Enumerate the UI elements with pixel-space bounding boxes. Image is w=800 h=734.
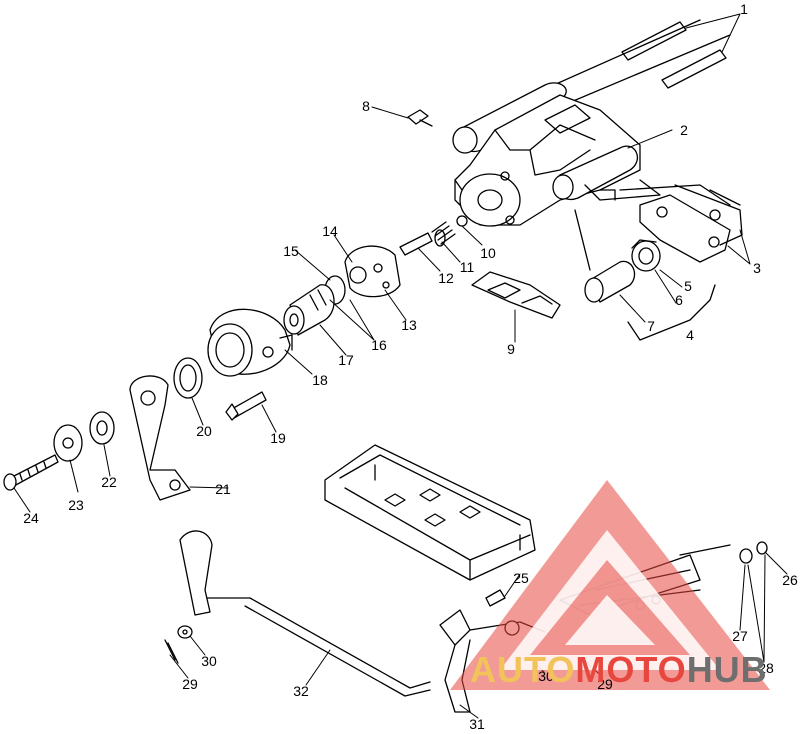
part-3-brackets — [639, 184, 743, 263]
label-12: 12 — [438, 270, 454, 286]
part-10-12-hardware — [399, 215, 468, 256]
label-14: 14 — [322, 223, 338, 239]
label-5: 5 — [684, 278, 692, 294]
label-13: 13 — [401, 317, 417, 333]
part-5-6-bushing — [631, 239, 661, 272]
watermark-hub: HUB — [686, 649, 768, 690]
label-19: 19 — [270, 430, 286, 446]
part-24-bolt — [3, 454, 59, 491]
label-7: 7 — [647, 318, 655, 334]
part-4-grouping-bracket — [574, 209, 716, 341]
label-23: 23 — [68, 497, 84, 513]
label-30-left: 30 — [201, 653, 217, 669]
label-17: 17 — [338, 352, 354, 368]
label-18: 18 — [312, 372, 328, 388]
label-24: 24 — [23, 510, 39, 526]
label-1: 1 — [740, 1, 748, 17]
leader-lines — [13, 13, 788, 719]
label-9: 9 — [507, 341, 515, 357]
footboard — [324, 444, 536, 581]
label-30-right: 30 — [538, 668, 554, 684]
part-2-housing — [452, 19, 731, 227]
label-3: 3 — [753, 260, 761, 276]
part-9-plate — [471, 271, 561, 319]
label-11: 11 — [459, 259, 475, 275]
watermark-moto: MOTO — [575, 649, 687, 690]
label-4: 4 — [686, 327, 694, 343]
label-25: 25 — [513, 570, 529, 586]
watermark-text: AUTOMOTOHUB — [470, 650, 768, 690]
part-15-17-clutch — [283, 275, 346, 336]
part-21-arm — [129, 375, 191, 501]
label-29-right: 29 — [597, 676, 613, 692]
label-2: 2 — [680, 122, 688, 138]
label-8: 8 — [362, 98, 370, 114]
part-20-ring — [173, 357, 203, 399]
label-31: 31 — [469, 716, 485, 732]
part-18-drum — [207, 308, 293, 377]
label-6: 6 — [675, 292, 683, 308]
label-22: 22 — [101, 474, 117, 490]
label-21: 21 — [215, 481, 231, 497]
watermark-auto: AUTO — [470, 649, 576, 690]
watermark-logo — [450, 480, 770, 690]
part-19-bolt — [225, 391, 267, 421]
label-20: 20 — [196, 423, 212, 439]
label-16: 16 — [371, 337, 387, 353]
part-13-14-plate — [344, 245, 401, 298]
label-10: 10 — [480, 245, 496, 261]
label-29-left: 29 — [182, 676, 198, 692]
part-8-fitting — [407, 109, 433, 127]
label-32: 32 — [293, 683, 309, 699]
label-28: 28 — [758, 660, 774, 676]
label-27: 27 — [732, 628, 748, 644]
part-25-bolt — [485, 589, 506, 607]
part-22-23-washers — [53, 411, 115, 462]
label-15: 15 — [283, 243, 299, 259]
label-26: 26 — [782, 572, 798, 588]
part-7-cylinder — [584, 260, 636, 303]
